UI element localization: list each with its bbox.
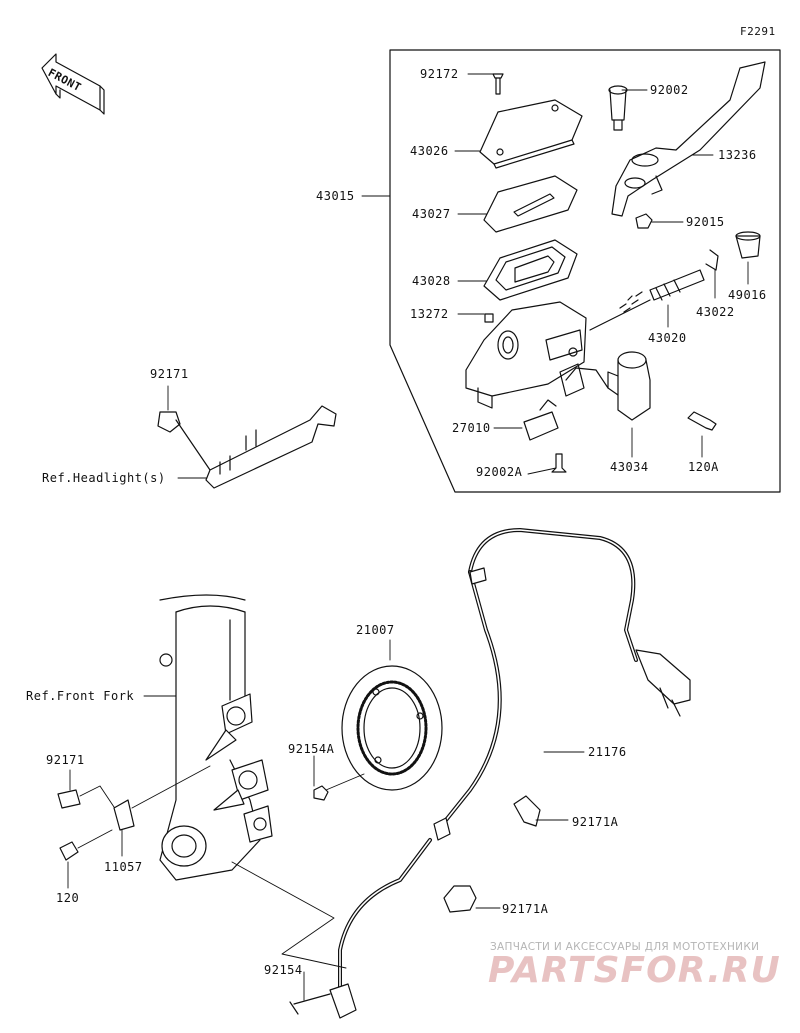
label-43020: 43020 [648,331,687,345]
label-13272: 13272 [410,307,449,321]
label-21007: 21007 [356,623,395,637]
label-43028: 43028 [412,274,451,288]
clamp-92171A-part [443,795,569,913]
brake-lever-13236-part [611,61,766,217]
label-92154A: 92154A [288,742,335,756]
label-92171A-second: 92171A [502,902,549,916]
label-92171-left: 92171 [46,753,85,767]
screw-92002A-part [551,453,567,473]
label-43026: 43026 [410,144,449,158]
boot-49016-part [735,231,761,259]
ref-front-fork-label: Ref.Front Fork [26,689,135,703]
pivot-bolt-92002-part [608,85,628,131]
label-92171A-first: 92171A [572,815,619,829]
label-43015: 43015 [316,189,355,203]
label-120: 120 [56,891,80,905]
screw-92154A-part [313,755,365,801]
plate-43027-part [483,175,578,233]
screw-13272-part [484,313,494,323]
watermark-tagline: ЗАПЧАСТИ И АКСЕССУАРЫ ДЛЯ МОТОТЕХНИКИ [490,941,760,953]
label-49016: 49016 [728,288,767,302]
ref-headlight-label: Ref.Headlight(s) [42,471,166,485]
label-43027: 43027 [412,207,451,221]
label-21176: 21176 [588,745,627,759]
label-43022: 43022 [696,305,735,319]
abs-sensor-21176-part [289,528,691,1019]
leader-lines-top [167,73,749,479]
front-fork-part [143,594,273,881]
label-120A: 120A [688,460,719,474]
master-cylinder-body-part [465,301,587,409]
headlight-bracket-part [157,405,337,489]
label-92015: 92015 [686,215,725,229]
label-92002A: 92002A [476,465,523,479]
clamp-43034-part [565,351,651,421]
figure-code: F2291 [740,25,776,38]
watermark-brand: PARTSFOR.RU [488,950,781,991]
screw-92172-part [492,73,504,95]
abs-rotor-21007-part [341,639,443,791]
reservoir-cap-43026-part [479,99,583,169]
label-92171-top: 92171 [150,367,189,381]
clip-43022-part [705,249,719,271]
switch-27010-part [523,399,559,441]
label-92154: 92154 [264,963,303,977]
fork-clip-parts [57,765,211,889]
label-92172: 92172 [420,67,459,81]
diaphragm-43028-part [483,239,578,301]
label-92002: 92002 [650,83,689,97]
label-43034: 43034 [610,460,649,474]
label-13236: 13236 [718,148,757,162]
assembly-43015-outline [389,49,781,493]
nut-92015-part [635,213,653,229]
label-11057: 11057 [104,860,143,874]
piston-43020-part [589,269,705,331]
label-27010: 27010 [452,421,491,435]
bolt-120A-part [687,411,717,431]
front-direction-arrow-icon [41,53,105,115]
